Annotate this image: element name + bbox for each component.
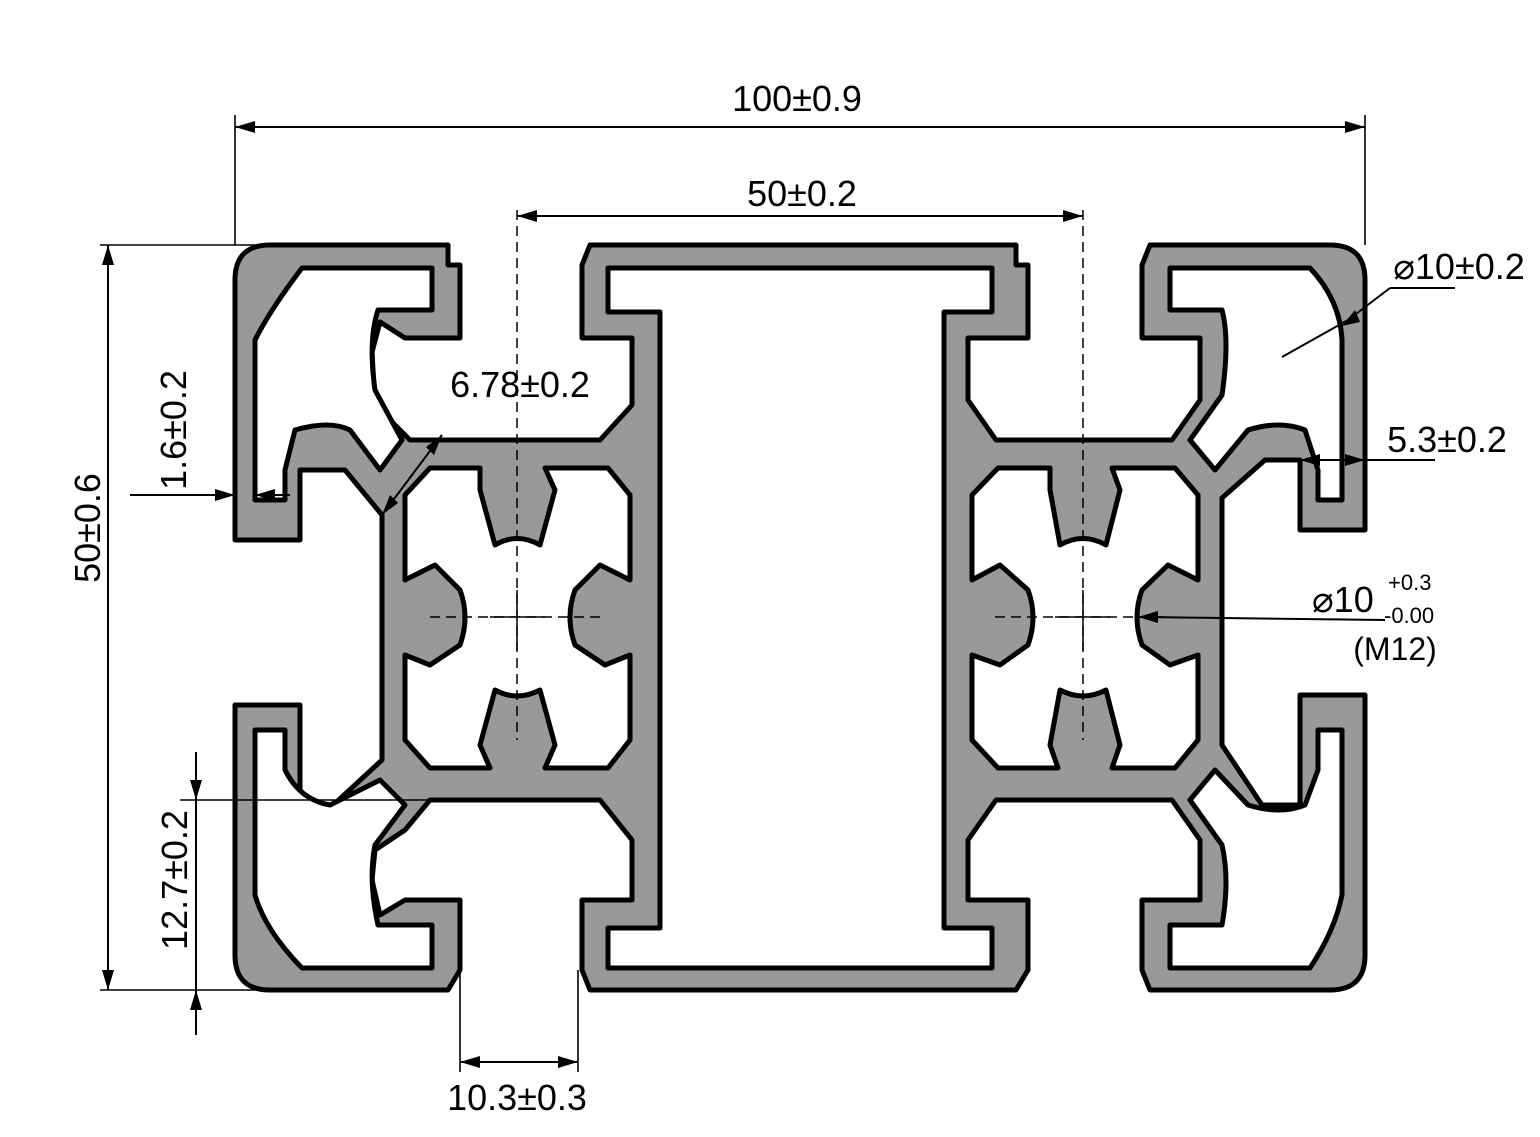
dimension-web-thickness: 6.78±0.2 xyxy=(381,364,590,516)
wall-thickness-label: 1.6±0.2 xyxy=(153,370,194,490)
dimension-core-hole: ⌀10 +0.3 -0.00 (M12) xyxy=(1137,570,1437,667)
slot-bottom-left xyxy=(252,727,435,971)
dimension-overall-width: 100±0.9 xyxy=(234,78,1366,245)
slot-bottom-right xyxy=(1167,727,1345,971)
center-width-label: 50±0.2 xyxy=(747,173,857,214)
dimension-height: 50±0.6 xyxy=(67,244,270,991)
core-hole-tol-upper: +0.3 xyxy=(1388,570,1431,595)
dimension-slot-offset: 12.7±0.2 xyxy=(154,752,430,1035)
dimension-center-width: 50±0.2 xyxy=(517,173,1083,222)
dimension-slot-depth: 5.3±0.2 xyxy=(1300,419,1507,466)
dimension-corner-diameter: ⌀10±0.2 xyxy=(1281,246,1525,358)
dimension-wall-thickness: 1.6±0.2 xyxy=(130,370,290,501)
slot-depth-label: 5.3±0.2 xyxy=(1387,419,1507,460)
slot-offset-label: 12.7±0.2 xyxy=(154,810,195,950)
overall-width-label: 100±0.9 xyxy=(732,78,862,119)
aluminum-profile xyxy=(232,210,1368,993)
slot-top-left xyxy=(252,265,435,503)
core-hole-label: ⌀10 xyxy=(1312,579,1374,620)
center-cavity xyxy=(605,265,995,971)
slot-opening-label: 10.3±0.3 xyxy=(447,1077,587,1118)
web-thickness-label: 6.78±0.2 xyxy=(450,364,590,405)
corner-diameter-label: ⌀10±0.2 xyxy=(1393,246,1525,287)
core-hole-tol-lower: -0.00 xyxy=(1384,603,1434,628)
dimension-slot-opening: 10.3±0.3 xyxy=(447,970,587,1118)
core-pocket-right xyxy=(969,465,1201,771)
height-label: 50±0.6 xyxy=(67,473,108,583)
slot-top-right xyxy=(1167,265,1345,503)
thread-spec-label: (M12) xyxy=(1353,631,1437,667)
